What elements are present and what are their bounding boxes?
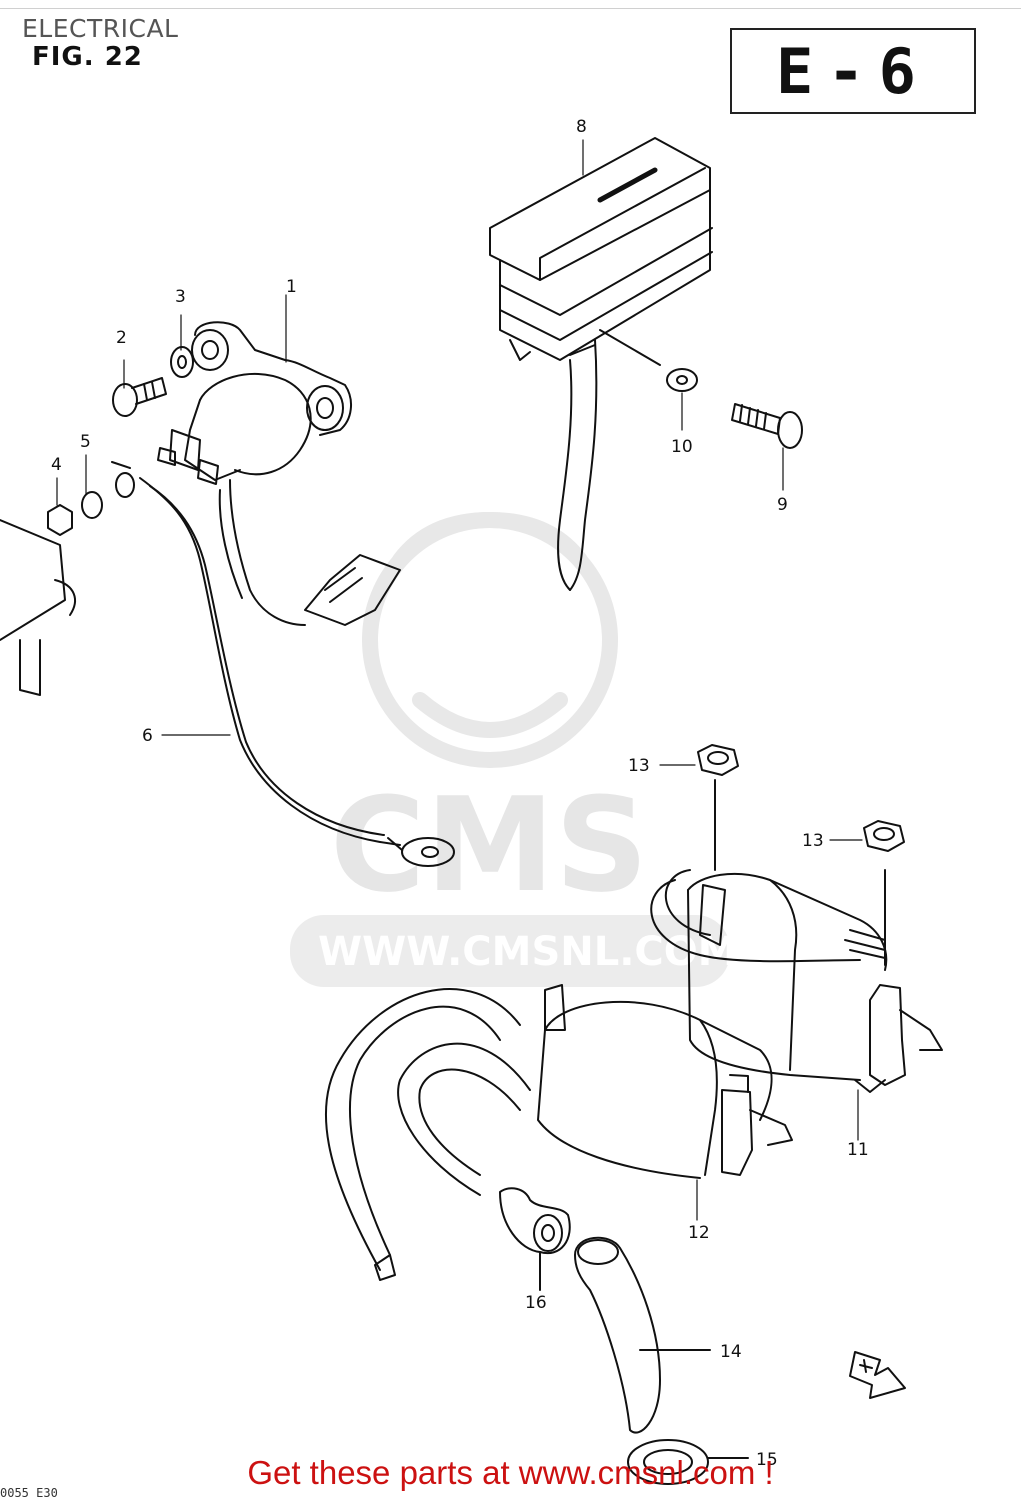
callout-14: 14 [720,1342,742,1362]
callout-2: 2 [116,328,127,348]
part-ignition-coil-12 [537,984,793,1179]
watermark [362,512,618,768]
watermark-url: WWW.CMSNL.COM [318,929,738,975]
part-adjacent-coil-left [0,519,76,696]
callout-8: 8 [576,117,587,137]
leader-lines [56,139,863,1221]
part-washer-10 [666,368,698,392]
callout-3: 3 [175,287,186,307]
diagram-code-box: E-6 [730,28,976,114]
callout-5: 5 [80,432,91,452]
drawing-reference-code: 0055 E30 [0,1486,58,1500]
watermark-brand: CMS [330,769,648,921]
part-seal-15 [627,1439,749,1485]
callout-1: 1 [286,277,297,297]
part-bolt-2 [112,377,167,417]
callout-15: 15 [756,1450,778,1470]
part-cap-16 [499,1187,571,1291]
part-washer-3 [170,346,194,378]
top-rule [0,8,1021,9]
callout-10: 10 [671,437,693,457]
callout-6: 6 [142,726,153,746]
figure-number: FIG. 22 [32,42,143,72]
part-nut-13a [697,744,739,776]
part-washer-5 [81,491,103,519]
part-plug-cap-14 [574,1236,711,1434]
part-screw-9 [731,403,803,449]
part-high-tension-leads [324,869,886,1281]
callout-labels: 1 2 3 4 5 6 8 9 10 11 12 13 13 14 15 16 [51,117,869,1470]
callout-9: 9 [777,495,788,515]
callout-4: 4 [51,455,62,475]
callout-13b: 13 [802,831,824,851]
callout-13a: 13 [628,756,650,776]
part-starter-relay-1 [157,321,401,626]
part-nut-13b [863,820,905,852]
callout-11: 11 [847,1140,869,1160]
part-nut-4 [47,504,73,536]
part-regulator-8 [489,137,713,591]
callout-16: 16 [525,1293,547,1313]
part-lead-wire-6 [111,461,455,867]
fwd-arrow-icon [849,1351,906,1399]
buy-parts-banner[interactable]: Get these parts at www.cmsnl.com ! [247,1454,774,1491]
section-title: ELECTRICAL [22,14,179,43]
watermark-url-pill [290,915,730,987]
callout-12: 12 [688,1223,710,1243]
